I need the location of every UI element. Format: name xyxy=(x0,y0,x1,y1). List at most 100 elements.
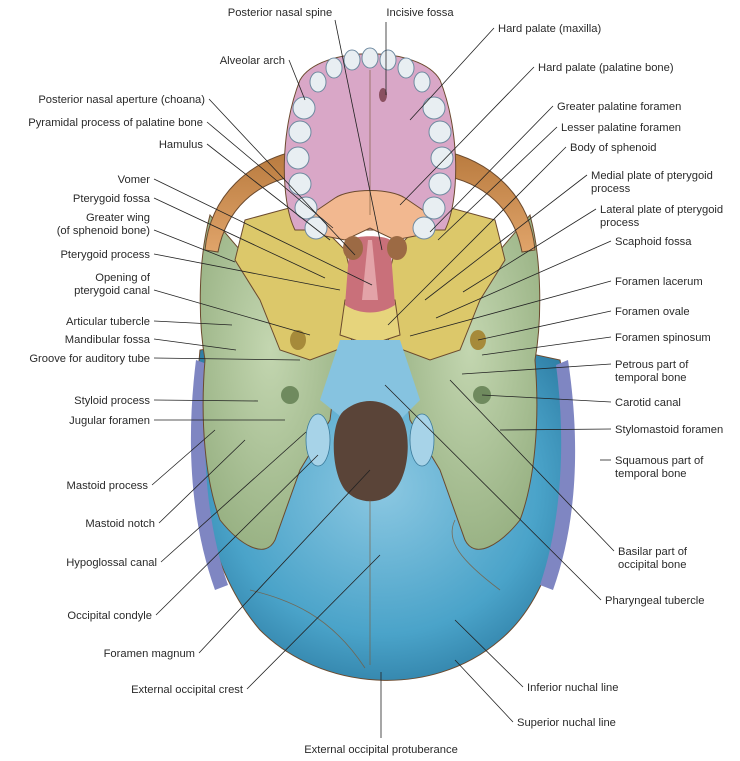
leader-body-of-sphenoid xyxy=(387,146,567,326)
label-lesser-palatine-foramen: Lesser palatine foramen xyxy=(561,122,681,134)
label-pharyngeal-tubercle: Pharyngeal tubercle xyxy=(605,595,705,607)
tooth xyxy=(343,49,361,71)
label-foramen-spinosum: Foramen spinosum xyxy=(615,332,711,344)
label-alveolar-arch: Alveolar arch xyxy=(220,55,285,67)
foramen-ovale-left xyxy=(290,330,306,350)
leader-inferior-nuchal-line xyxy=(454,619,524,688)
leader-mandibular-fossa xyxy=(153,338,237,351)
label-superior-nuchal-line: Superior nuchal line xyxy=(517,717,616,729)
label-external-occipital-protuberance: External occipital protuberance xyxy=(304,744,458,756)
label-medial-plate: Medial plate of pterygoid xyxy=(591,170,713,182)
leader-lateral-plate xyxy=(462,208,597,293)
label-posterior-nasal-aperture: Posterior nasal aperture (choana) xyxy=(38,94,205,106)
leader-hard-palate-palatine xyxy=(399,66,535,206)
condyle-right xyxy=(409,413,435,467)
leader-greater-wing xyxy=(153,229,236,263)
tooth xyxy=(379,49,397,71)
leader-lesser-palatine-foramen xyxy=(437,126,558,241)
vomer-bone xyxy=(362,240,378,300)
label-squamous-part-line2: temporal bone xyxy=(615,468,687,480)
label-basilar-part: Basilar part of xyxy=(618,546,688,558)
label-incisive-fossa: Incisive fossa xyxy=(386,7,454,19)
tooth xyxy=(422,196,446,220)
tooth xyxy=(412,216,436,240)
label-hard-palate-palatine: Hard palate (palatine bone) xyxy=(538,62,674,74)
label-body-of-sphenoid: Body of sphenoid xyxy=(570,142,656,154)
leader-superior-nuchal-line xyxy=(454,659,514,723)
tooth xyxy=(397,57,415,79)
leader-mastoid-notch xyxy=(158,439,246,524)
leader-basilar-part xyxy=(449,379,615,552)
temporal-bone-left xyxy=(199,213,341,550)
leader-pterygoid-process xyxy=(153,253,341,291)
tooth xyxy=(325,57,343,79)
label-occipital-condyle: Occipital condyle xyxy=(67,610,152,622)
tooth xyxy=(294,196,318,220)
label-groove-auditory-tube: Groove for auditory tube xyxy=(29,353,150,365)
tooth xyxy=(422,96,446,120)
label-petrous-part-line2: temporal bone xyxy=(615,372,687,384)
label-foramen-lacerum: Foramen lacerum xyxy=(615,276,703,288)
tooth xyxy=(428,172,452,196)
leader-hypoglossal-canal xyxy=(160,431,307,563)
leader-lines xyxy=(151,19,615,738)
leader-vomer xyxy=(153,178,373,286)
label-inferior-nuchal-line: Inferior nuchal line xyxy=(527,682,618,694)
label-lateral-plate-line2: process xyxy=(600,217,640,229)
label-opening-pterygoid-canal: Opening of xyxy=(95,272,151,284)
zygomatic-arch-left xyxy=(204,149,301,253)
leader-carotid-canal xyxy=(481,394,612,403)
label-articular-tubercle: Articular tubercle xyxy=(66,316,150,328)
leader-external-occipital-crest xyxy=(246,554,381,690)
parietal-edge-right xyxy=(540,360,576,590)
label-foramen-ovale: Foramen ovale xyxy=(615,306,690,318)
incisive-fossa-mark xyxy=(379,88,387,102)
label-pyramidal-process: Pyramidal process of palatine bone xyxy=(28,117,203,129)
label-posterior-nasal-spine: Posterior nasal spine xyxy=(228,7,332,19)
label-stylomastoid-foramen: Stylomastoid foramen xyxy=(615,424,723,436)
label-greater-palatine-foramen: Greater palatine foramen xyxy=(557,101,681,113)
label-jugular-foramen: Jugular foramen xyxy=(69,415,150,427)
leader-occipital-condyle xyxy=(155,454,319,616)
carotid-canal-left xyxy=(281,386,299,404)
leader-pyramidal-process xyxy=(206,121,334,229)
label-styloid-process: Styloid process xyxy=(74,395,150,407)
leader-posterior-nasal-spine xyxy=(334,19,383,251)
label-scaphoid-fossa: Scaphoid fossa xyxy=(615,236,692,248)
parietal-edge-left xyxy=(190,360,228,590)
label-pterygoid-fossa: Pterygoid fossa xyxy=(73,193,151,205)
label-vomer: Vomer xyxy=(118,174,151,186)
teeth xyxy=(286,47,454,240)
basilar-occipital xyxy=(320,340,420,420)
tooth xyxy=(286,146,310,170)
label-petrous-part: Petrous part of xyxy=(615,359,689,371)
tooth xyxy=(430,146,454,170)
leader-articular-tubercle xyxy=(153,320,233,326)
label-squamous-part: Squamous part of xyxy=(615,455,704,467)
label-mastoid-notch: Mastoid notch xyxy=(85,518,155,530)
label-greater-wing: Greater wing xyxy=(86,212,150,224)
leader-mastoid-process xyxy=(151,429,216,486)
label-opening-pterygoid-canal-line2: pterygoid canal xyxy=(74,285,150,297)
leader-stylomastoid-foramen xyxy=(499,428,612,431)
leader-greater-palatine-foramen xyxy=(429,105,554,233)
leader-alveolar-arch xyxy=(288,59,306,101)
leader-groove-auditory-tube xyxy=(153,357,301,361)
label-basilar-part-line2: occipital bone xyxy=(618,559,686,571)
leader-scaphoid-fossa xyxy=(435,240,612,319)
leader-petrous-part xyxy=(461,363,612,375)
label-pterygoid-process: Pterygoid process xyxy=(60,249,150,261)
nuchal-line-right xyxy=(451,519,501,591)
nuchal-line-left xyxy=(249,589,366,669)
label-hard-palate-maxilla: Hard palate (maxilla) xyxy=(498,23,601,35)
leader-opening-pterygoid-canal xyxy=(153,289,311,336)
temporal-bone-right xyxy=(399,213,541,550)
choana-right-shadow xyxy=(387,236,407,260)
tooth xyxy=(309,71,327,93)
tooth xyxy=(361,47,379,69)
label-greater-wing-line2: (of sphenoid bone) xyxy=(57,225,151,237)
condyle-left xyxy=(305,413,331,467)
label-hypoglossal-canal: Hypoglossal canal xyxy=(66,557,157,569)
